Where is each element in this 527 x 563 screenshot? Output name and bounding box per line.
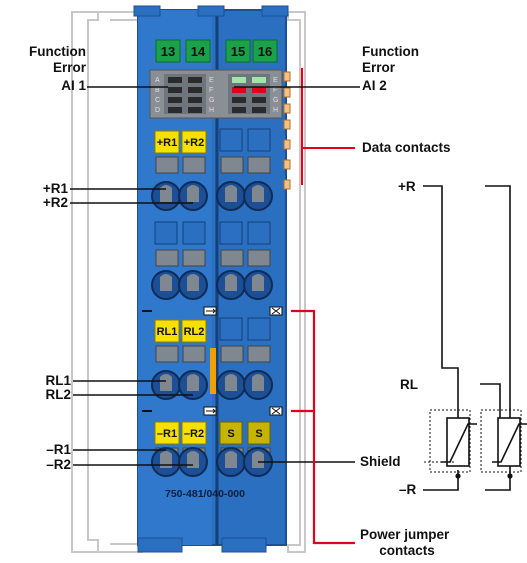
svg-text:A: A bbox=[155, 77, 160, 84]
terminal-label-s2: S bbox=[255, 428, 262, 440]
shield-node-left bbox=[455, 473, 461, 479]
label-ai1: AI 1 bbox=[61, 78, 86, 93]
label-plus-r2: +R2 bbox=[42, 195, 68, 210]
channel-number-13: 13 bbox=[161, 44, 175, 59]
terminal-label-s1: S bbox=[227, 428, 234, 440]
led-function-ai2-b bbox=[252, 77, 266, 83]
label-power-jumper-contacts: contacts bbox=[379, 543, 435, 558]
data-contacts bbox=[283, 71, 291, 190]
terminal-row-3: RL1 RL2 bbox=[151, 317, 273, 400]
label-error-ai2: Error bbox=[362, 60, 396, 75]
shield-node-right bbox=[507, 473, 513, 479]
terminal-label-rl1: RL1 bbox=[157, 326, 178, 338]
label-error-ai1: Error bbox=[52, 60, 86, 75]
led-panel: A B C D E F G H E F G H bbox=[149, 69, 283, 119]
channel-number-15: 15 bbox=[231, 44, 245, 59]
label-minus-r1: –R1 bbox=[46, 442, 71, 457]
svg-text:E: E bbox=[273, 77, 278, 84]
svg-text:E: E bbox=[209, 77, 214, 84]
terminal-label-neg-r2: –R2 bbox=[184, 428, 204, 440]
terminal-row-2 bbox=[151, 221, 273, 300]
label-rl2: RL2 bbox=[45, 387, 71, 402]
terminal-row-4: –R1 –R2 S S bbox=[151, 421, 273, 477]
terminal-label-pos-r1: +R1 bbox=[157, 137, 178, 149]
schematic-label-rl: RL bbox=[400, 377, 418, 392]
label-rl1: RL1 bbox=[45, 373, 71, 388]
power-jumper-markers bbox=[142, 306, 283, 416]
svg-text:F: F bbox=[273, 87, 277, 94]
label-plus-r1: +R1 bbox=[42, 181, 68, 196]
schematic-label-plus-r: +R bbox=[398, 179, 416, 194]
svg-text:B: B bbox=[155, 87, 160, 94]
led-error-ai2-b bbox=[252, 87, 266, 93]
led-function-ai2-a bbox=[232, 77, 246, 83]
label-data-contacts: Data contacts bbox=[362, 140, 451, 155]
part-number: 750-481/040-000 bbox=[165, 488, 245, 500]
label-shield: Shield bbox=[360, 454, 401, 469]
svg-text:H: H bbox=[209, 107, 214, 114]
led-error-ai2-a bbox=[232, 87, 246, 93]
terminal-label-rl2: RL2 bbox=[184, 326, 205, 338]
terminal-label-neg-r1: –R1 bbox=[157, 428, 177, 440]
power-contact-orange bbox=[210, 348, 216, 394]
channel-number-row: 13 14 15 16 bbox=[155, 39, 278, 63]
terminal-label-pos-r2: +R2 bbox=[184, 137, 205, 149]
label-ai2: AI 2 bbox=[362, 78, 387, 93]
callout-lines bbox=[70, 86, 360, 466]
power-jumper-bracket bbox=[291, 309, 355, 545]
svg-text:F: F bbox=[209, 87, 213, 94]
schematic-label-minus-r: –R bbox=[399, 482, 417, 497]
channel-number-14: 14 bbox=[191, 44, 206, 59]
label-power-jumper: Power jumper bbox=[360, 527, 450, 542]
label-function-ai2: Function bbox=[362, 44, 419, 59]
channel-number-16: 16 bbox=[258, 44, 272, 59]
svg-text:D: D bbox=[155, 107, 160, 114]
svg-text:C: C bbox=[155, 97, 160, 104]
svg-text:G: G bbox=[273, 97, 278, 104]
label-minus-r2: –R2 bbox=[46, 457, 71, 472]
svg-text:G: G bbox=[209, 97, 214, 104]
label-function-ai1: Function bbox=[29, 44, 86, 59]
svg-text:H: H bbox=[273, 107, 278, 114]
sensor-schematic bbox=[423, 185, 527, 491]
